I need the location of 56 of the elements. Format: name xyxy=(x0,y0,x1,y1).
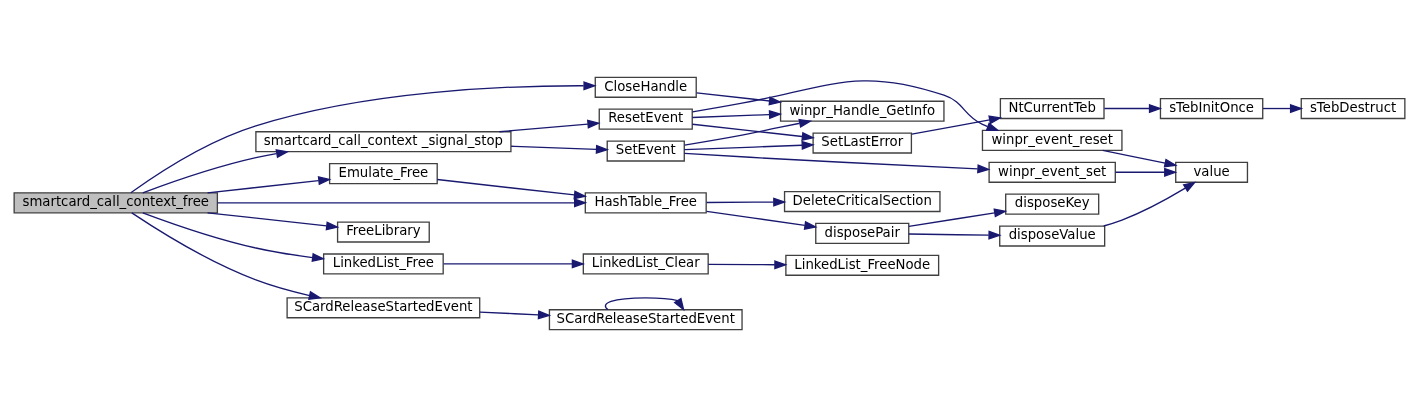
arrow xyxy=(691,80,1000,132)
arrow xyxy=(142,149,290,194)
node-box: winpr_event_reset xyxy=(981,129,1123,152)
arrow xyxy=(1102,149,1178,168)
node-box: sTebDestruct xyxy=(1300,97,1406,120)
node-box: winpr_Handle_GetInfo xyxy=(779,100,945,122)
arrow xyxy=(498,119,601,133)
node-box: smartcard_call_context _signal_stop xyxy=(255,131,512,153)
node-box: LinkedList_Free xyxy=(322,253,444,275)
arrow xyxy=(436,178,588,200)
arrow xyxy=(1262,103,1304,114)
arrow xyxy=(206,176,332,194)
arrow xyxy=(510,144,610,154)
node-box: DeleteCriticalSection xyxy=(783,190,941,213)
arrow xyxy=(911,115,1003,135)
node-box: smartcard_call_context_free xyxy=(13,192,219,214)
node-box: SCardReleaseStartedEvent xyxy=(548,309,743,331)
node-box: FreeLibrary xyxy=(336,221,430,243)
node-box: sTebInitOnce xyxy=(1159,97,1264,120)
node-box: disposeValue xyxy=(999,225,1106,247)
arrow xyxy=(1114,167,1178,177)
node-box: LinkedList_Clear xyxy=(582,253,709,275)
arrow xyxy=(691,109,783,120)
arrow xyxy=(683,118,813,146)
node-box: value xyxy=(1175,161,1249,183)
arrow xyxy=(142,212,326,263)
node-box: disposeKey xyxy=(1005,193,1100,215)
node-box: HashTable_Free xyxy=(584,192,707,214)
arrow xyxy=(131,212,323,300)
arrow xyxy=(908,230,1002,240)
arrow xyxy=(696,92,783,106)
arrow xyxy=(705,210,818,230)
node-box: winpr_event_set xyxy=(988,161,1116,183)
arrow xyxy=(707,260,788,270)
arrow xyxy=(479,310,552,320)
node-box: Emulate_Free xyxy=(328,163,438,185)
arrow xyxy=(705,197,787,207)
arrow xyxy=(130,81,597,194)
node-box: SetLastError xyxy=(812,132,913,154)
node-box: disposePair xyxy=(815,222,910,244)
node-box: ResetEvent xyxy=(598,108,693,130)
arrow xyxy=(216,198,588,208)
arrow xyxy=(908,208,1008,227)
arrow xyxy=(683,140,815,151)
arrow xyxy=(206,212,340,231)
node-box: SCardReleaseStartedEvent xyxy=(286,297,481,319)
arrow xyxy=(1103,103,1163,114)
arrow xyxy=(604,297,685,312)
arrow xyxy=(683,152,991,174)
arrow xyxy=(1103,181,1197,227)
node-box: NtCurrentTeb xyxy=(999,97,1105,120)
arrow xyxy=(691,123,816,142)
node-box: LinkedList_FreeNode xyxy=(785,254,940,276)
node-box: SetEvent xyxy=(606,140,685,162)
arrow xyxy=(443,259,586,269)
node-box: CloseHandle xyxy=(594,76,697,98)
